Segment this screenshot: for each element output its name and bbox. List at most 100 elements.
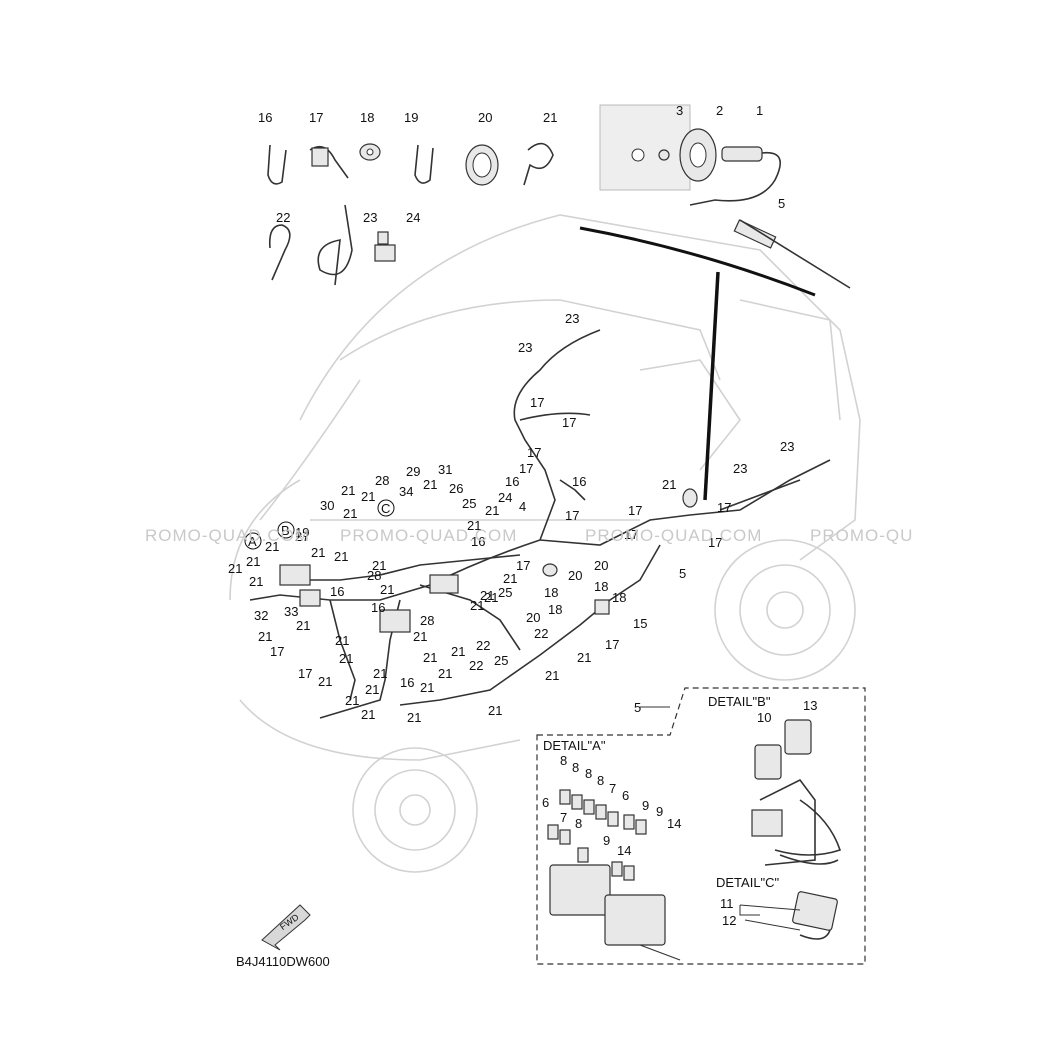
watermark-text-4: PROMO-QU xyxy=(810,526,913,545)
callout-center-21c: 21 xyxy=(361,489,375,504)
callout-center-16: 16 xyxy=(471,534,485,549)
callout-left-21a: 21 xyxy=(246,554,260,569)
callout-left-21b: 21 xyxy=(265,539,279,554)
callout-upper-17g: 17 xyxy=(565,508,579,523)
callout-left-21h: 21 xyxy=(258,629,272,644)
callout-upper-21: 21 xyxy=(662,477,676,492)
harness-callouts-center: 29 31 28 34 21 26 25 24 4 21 21 30 21 21… xyxy=(320,462,647,652)
callout-left-21j: 21 xyxy=(339,651,353,666)
front-wheel xyxy=(352,747,478,873)
watermark-text-2: PROMO-QUAD.COM xyxy=(340,526,517,545)
callout-center-17b: 17 xyxy=(605,637,619,652)
callout-a-14a: 14 xyxy=(667,816,681,831)
callout-left-17a: 17 xyxy=(270,644,284,659)
callout-5-top: 5 xyxy=(778,196,785,211)
callout-upper-17i: 17 xyxy=(708,535,722,550)
callout-upper-17d: 17 xyxy=(519,461,533,476)
callout-left-32: 32 xyxy=(254,608,268,623)
callout-upper-17h: 17 xyxy=(624,527,638,542)
callout-upper-17c: 17 xyxy=(527,445,541,460)
callout-a-6a: 6 xyxy=(622,788,629,803)
callout-20: 20 xyxy=(478,110,492,125)
callout-18: 18 xyxy=(360,110,374,125)
drawing-code: B4J4110DW600 xyxy=(236,954,330,969)
callout-center-18c: 18 xyxy=(548,602,562,617)
callout-center-21h: 21 xyxy=(480,588,494,603)
inset-sensor-assembly xyxy=(579,104,851,501)
detail-c-unit: 11 12 xyxy=(720,891,838,940)
callout-a-9b: 9 xyxy=(656,804,663,819)
wiring-harness xyxy=(249,329,831,719)
callout-lower-22a: 22 xyxy=(476,638,490,653)
callout-c-11: 11 xyxy=(720,896,734,911)
callout-center-18a: 18 xyxy=(544,585,558,600)
detail-b-relays: 10 13 xyxy=(751,698,842,866)
callout-center-21a: 21 xyxy=(423,477,437,492)
callout-center-34: 34 xyxy=(399,484,413,499)
callout-center-18d: 18 xyxy=(612,590,626,605)
callout-lower-21e: 21 xyxy=(577,650,591,665)
callout-center-18b: 18 xyxy=(594,579,608,594)
callout-lower-21f: 21 xyxy=(545,668,559,683)
watermark-text-3: PROMO-QUAD.COM xyxy=(585,526,762,545)
callout-center-21d: 21 xyxy=(343,506,357,521)
detail-a-title: DETAIL"A" xyxy=(543,738,606,753)
callout-upper-17a: 17 xyxy=(530,395,544,410)
callout-center-25a: 25 xyxy=(462,496,476,511)
callout-a-6b: 6 xyxy=(542,795,549,810)
callout-left-17b: 17 xyxy=(298,666,312,681)
callout-left-16b: 16 xyxy=(371,600,385,615)
callout-lower-21a: 21 xyxy=(413,629,427,644)
watermark: ROMO-QUAD.COM PROMO-QUAD.COM PROMO-QUAD.… xyxy=(145,526,913,545)
callout-left-21f: 21 xyxy=(249,574,263,589)
callout-left-19: 19 xyxy=(295,525,309,540)
callout-center-20b: 20 xyxy=(568,568,582,583)
callout-left-21n: 21 xyxy=(345,693,359,708)
inset-labels: 3 2 1 5 xyxy=(676,103,785,211)
callout-center-20a: 20 xyxy=(594,558,608,573)
callout-left-27: 27 xyxy=(295,529,309,544)
callout-left-21p: 21 xyxy=(420,680,434,695)
marker-b: B xyxy=(281,523,290,538)
callout-c-12: 12 xyxy=(722,913,736,928)
rear-wheel xyxy=(714,539,856,681)
callout-left-21o: 21 xyxy=(361,707,375,722)
callout-center-4: 4 xyxy=(519,499,526,514)
callout-a-8b: 8 xyxy=(572,760,579,775)
callout-center-15: 15 xyxy=(633,616,647,631)
fwd-arrow: FWD xyxy=(261,904,311,951)
callout-center-21l: 21 xyxy=(470,598,484,613)
callout-center-21j: 21 xyxy=(372,558,386,573)
callout-a-8e: 8 xyxy=(575,816,582,831)
callout-center-22: 22 xyxy=(534,626,548,641)
callout-center-21b: 21 xyxy=(341,483,355,498)
callout-upper-16b: 16 xyxy=(572,474,586,489)
callout-a-8a: 8 xyxy=(560,753,567,768)
callout-22: 22 xyxy=(276,210,290,225)
callout-center-29: 29 xyxy=(406,464,420,479)
callout-center-21g: 21 xyxy=(503,571,517,586)
callout-23: 23 xyxy=(363,210,377,225)
callout-17: 17 xyxy=(309,110,323,125)
callout-left-21c: 21 xyxy=(311,545,325,560)
marker-c: C xyxy=(381,501,390,516)
callout-16: 16 xyxy=(258,110,272,125)
callout-a-9a: 9 xyxy=(642,798,649,813)
callout-center-21f: 21 xyxy=(485,503,499,518)
callout-upper-23c: 23 xyxy=(780,439,794,454)
harness-callouts-left: 19 27 21 21 21 21 21 21 32 33 16 16 21 2… xyxy=(228,525,434,725)
callout-center-28b: 28 xyxy=(367,568,381,583)
detail-c-title: DETAIL"C" xyxy=(716,875,780,890)
callout-b-10: 10 xyxy=(757,710,771,725)
callout-upper-23a: 23 xyxy=(565,311,579,326)
detail-a-fuseboxes: 8 8 8 8 7 6 6 7 8 9 9 14 9 14 xyxy=(542,753,681,961)
callout-upper-23b: 23 xyxy=(518,340,532,355)
callout-center-21e: 21 xyxy=(467,518,481,533)
accessory-labels: 16 17 18 19 20 21 22 23 24 xyxy=(258,110,557,225)
watermark-text-1: ROMO-QUAD.COM xyxy=(145,526,310,545)
callout-upper-23d: 23 xyxy=(733,461,747,476)
callout-a-7b: 7 xyxy=(560,810,567,825)
callout-left-21l: 21 xyxy=(373,666,387,681)
callout-lower-28: 28 xyxy=(420,613,434,628)
